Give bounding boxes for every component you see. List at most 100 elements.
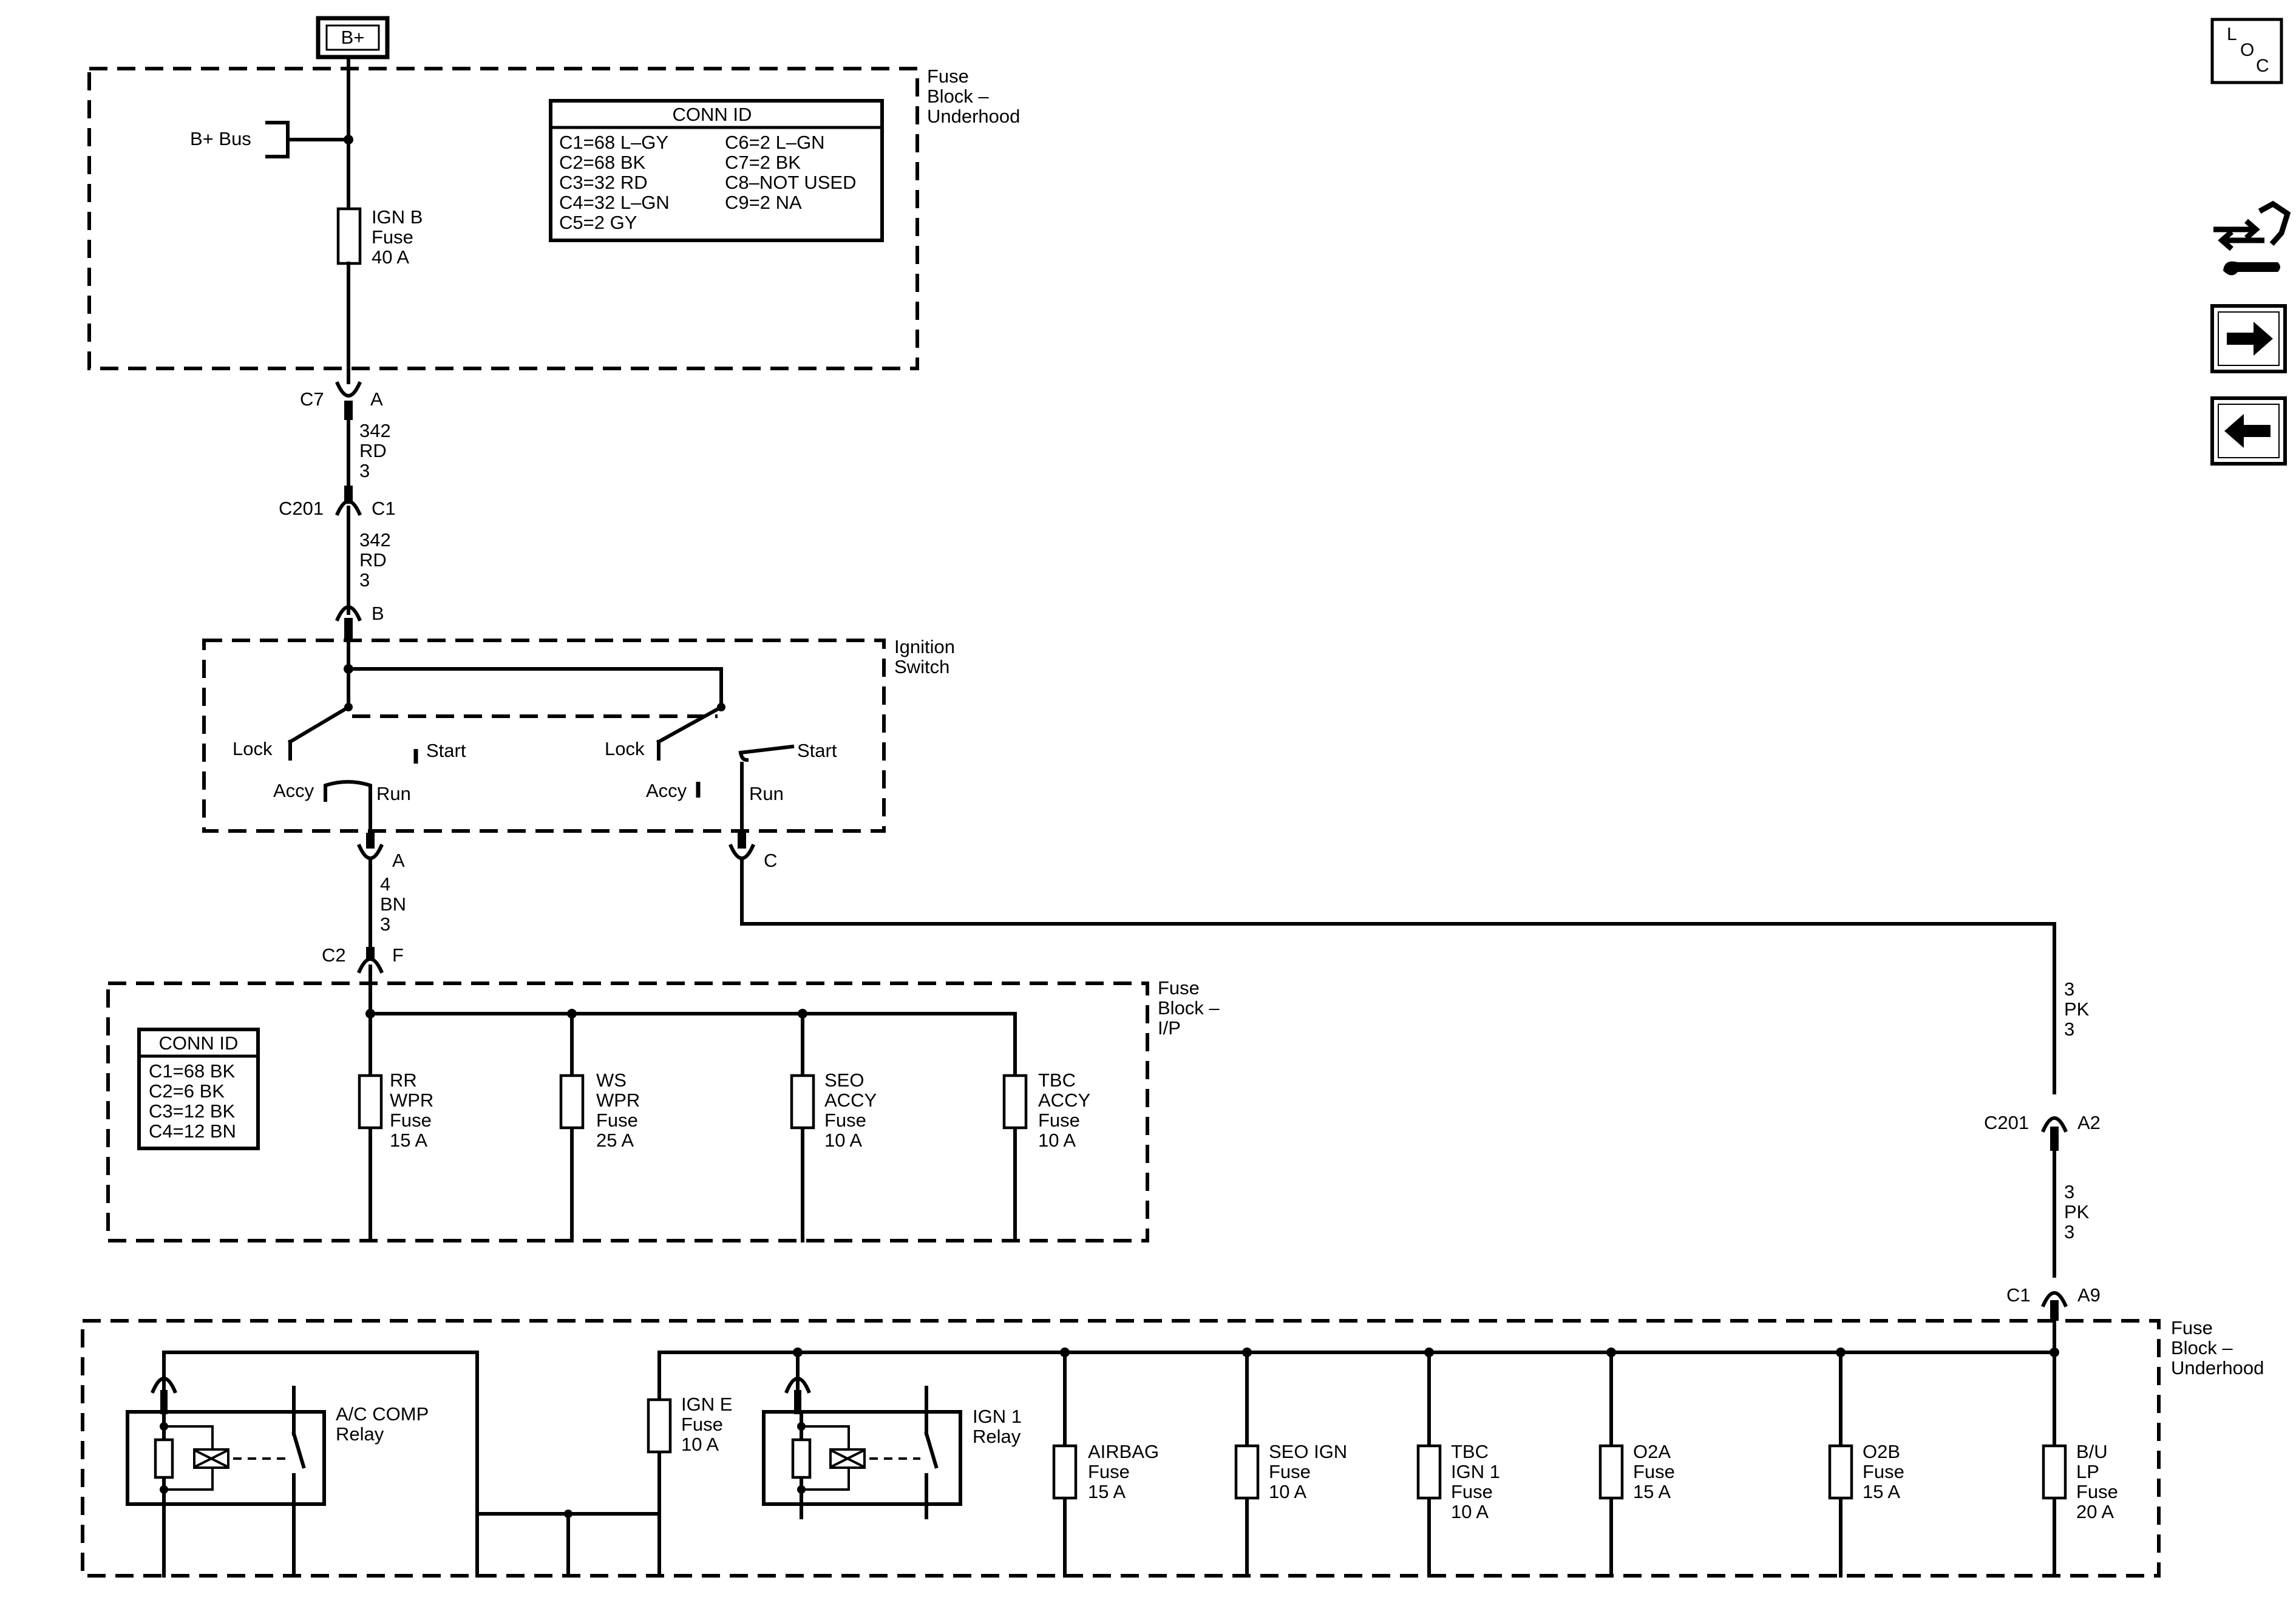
fuse-block-ip-label-3: I/P	[1158, 1017, 1181, 1039]
wire-4bn-line-2: BN	[380, 893, 406, 915]
underhood-fuse-block-bottom-boundary	[81, 1319, 2161, 1578]
fuse-seo-ign-line-2: Fuse	[1269, 1461, 1311, 1482]
fuse-tbc-ign-1-line-3: Fuse	[1451, 1481, 1493, 1502]
conn-id-top-title: CONN ID	[673, 104, 752, 125]
fuse-o2b	[1828, 1351, 1853, 1578]
connector-c1-a9-pin: A9	[2077, 1284, 2101, 1306]
connector-c7-name: C7	[300, 388, 324, 410]
conn-id-ip-line-3: C3=12 BK	[149, 1100, 236, 1122]
connector-c7	[335, 368, 362, 420]
fuse-tbc-ign-1-line-1: TBC	[1451, 1441, 1489, 1462]
underhood-top-label-3: Underhood	[927, 106, 1020, 127]
switch-right-accy: Accy	[646, 780, 687, 801]
fuse-bu-lp-line-3: Fuse	[2076, 1481, 2118, 1502]
connector-c1-a9	[2041, 1291, 2068, 1321]
previous-arrow-icon[interactable]	[2210, 396, 2287, 466]
wire-3pk-a-line-1: 3	[2064, 978, 2074, 1000]
conn-id-top-left-2: C2=68 BK	[559, 152, 646, 173]
fuse-ws-wpr-line-4: 25 A	[596, 1130, 634, 1151]
connector-a-switch	[357, 833, 384, 860]
fuse-tbc-ign-1-line-2: IGN 1	[1451, 1461, 1500, 1482]
conn-id-top-left-4: C4=32 L–GN	[559, 192, 670, 213]
fuse-seo-accy-line-2: ACCY	[824, 1090, 877, 1111]
connector-c201-c1	[335, 486, 362, 615]
fuse-tbc-accy-line-3: Fuse	[1038, 1110, 1080, 1131]
switch-right-run: Run	[749, 783, 784, 804]
fuse-ws-wpr	[559, 1012, 585, 1242]
component-locator-icon[interactable]: L O C	[2210, 18, 2283, 84]
fuse-o2a-line-2: Fuse	[1633, 1461, 1675, 1482]
wire-3pk-b-line-1: 3	[2064, 1181, 2074, 1202]
fuse-o2a-line-1: O2A	[1633, 1441, 1671, 1462]
fuse-o2b-line-2: Fuse	[1863, 1461, 1904, 1482]
switch-right-start: Start	[797, 740, 837, 761]
wire-3pk-b-line-3: 3	[2064, 1221, 2074, 1242]
wire-342-b-line-2: RD	[359, 549, 387, 571]
ignition-switch-boundary	[202, 639, 886, 833]
fuse-rr-wpr-line-3: Fuse	[390, 1110, 432, 1131]
fuse-ign-b	[336, 207, 362, 265]
fuse-o2b-line-1: O2B	[1863, 1441, 1900, 1462]
conn-id-ip-line-4: C4=12 BN	[149, 1120, 236, 1142]
wire-342-a-line-1: 342	[359, 420, 391, 441]
switch-left-start: Start	[426, 740, 466, 761]
relay-ac-comp-line-1: A/C COMP	[336, 1403, 429, 1425]
conn-id-top-right-1: C6=2 L–GN	[725, 132, 825, 153]
fuse-ws-wpr-line-3: Fuse	[596, 1110, 638, 1131]
fuse-bu-lp-line-1: B/U	[2076, 1441, 2108, 1462]
conn-id-table-ip: CONN ID C1=68 BK C2=6 BK C3=12 BK C4=12 …	[137, 1028, 260, 1150]
fuse-bu-lp	[2042, 1351, 2067, 1578]
fuse-tbc-accy-line-4: 10 A	[1038, 1130, 1076, 1151]
relay-ign-1-line-2: Relay	[973, 1426, 1021, 1447]
wire-342-a-line-3: 3	[359, 460, 370, 481]
next-arrow-icon[interactable]	[2210, 304, 2287, 373]
fuse-ign-e-line-1: IGN E	[681, 1394, 732, 1415]
loc-letter-c: C	[2256, 56, 2269, 76]
ignition-switch-contacts	[287, 638, 795, 846]
connector-b-pin: B	[372, 603, 384, 624]
fuse-ws-wpr-line-1: WS	[596, 1070, 627, 1091]
fuse-bu-lp-line-4: 20 A	[2076, 1501, 2114, 1522]
connector-c201-a2	[2041, 1116, 2068, 1151]
connector-c201-name: C201	[279, 498, 324, 519]
loc-letter-o: O	[2240, 40, 2254, 60]
conn-id-table-top: CONN ID C1=68 L–GY C2=68 BK C3=32 RD C4=…	[549, 99, 884, 242]
connector-c2-pin: F	[392, 944, 404, 966]
relay-ign-1	[762, 1351, 962, 1519]
fuse-block-ip-label-2: Block –	[1158, 997, 1220, 1019]
fuse-ign-e	[647, 1398, 672, 1454]
connector-c201-a2-name: C201	[1984, 1112, 2029, 1133]
ignition-switch-label-2: Switch	[894, 656, 949, 677]
conn-id-top-right-2: C7=2 BK	[725, 152, 801, 173]
wire-3pk-b-line-2: PK	[2064, 1201, 2090, 1222]
underhood-bottom-label-1: Fuse	[2171, 1317, 2213, 1338]
conn-id-top-right-3: C8–NOT USED	[725, 172, 857, 193]
fuse-airbag	[1052, 1351, 1078, 1578]
underhood-top-label-1: Fuse	[927, 66, 969, 87]
fuse-rr-wpr	[358, 1012, 383, 1242]
fuse-block-ip-label-1: Fuse	[1158, 977, 1200, 998]
fuse-airbag-line-3: 15 A	[1088, 1481, 1126, 1502]
fuse-ign-b-line-3: 40 A	[372, 246, 409, 268]
fuse-tbc-ign-1-line-4: 10 A	[1451, 1501, 1489, 1522]
fuse-airbag-line-2: Fuse	[1088, 1461, 1130, 1482]
fuse-ign-e-line-2: Fuse	[681, 1414, 723, 1435]
schematic-service-icon[interactable]	[2213, 200, 2291, 276]
wire-4bn-line-3: 3	[380, 914, 390, 935]
fuse-seo-ign	[1234, 1351, 1260, 1578]
underhood-fuse-block-top-boundary	[87, 67, 919, 370]
b-plus-label: B+	[341, 27, 365, 48]
bus-label: B+ Bus	[190, 128, 251, 149]
fuse-airbag-line-1: AIRBAG	[1088, 1441, 1159, 1462]
switch-right-lock: Lock	[605, 738, 645, 759]
fuse-ws-wpr-line-2: WPR	[596, 1090, 640, 1111]
conn-id-top-left-5: C5=2 GY	[559, 212, 637, 233]
connector-c-switch-pin: C	[764, 850, 777, 871]
fuse-seo-accy-line-1: SEO	[824, 1070, 864, 1091]
relay-ign-1-line-1: IGN 1	[973, 1406, 1022, 1427]
fuse-seo-accy-line-3: Fuse	[824, 1110, 866, 1131]
fuse-ign-e-line-3: 10 A	[681, 1434, 719, 1455]
fuse-tbc-ign-1	[1416, 1351, 1442, 1578]
fuse-rr-wpr-line-4: 15 A	[390, 1130, 427, 1151]
